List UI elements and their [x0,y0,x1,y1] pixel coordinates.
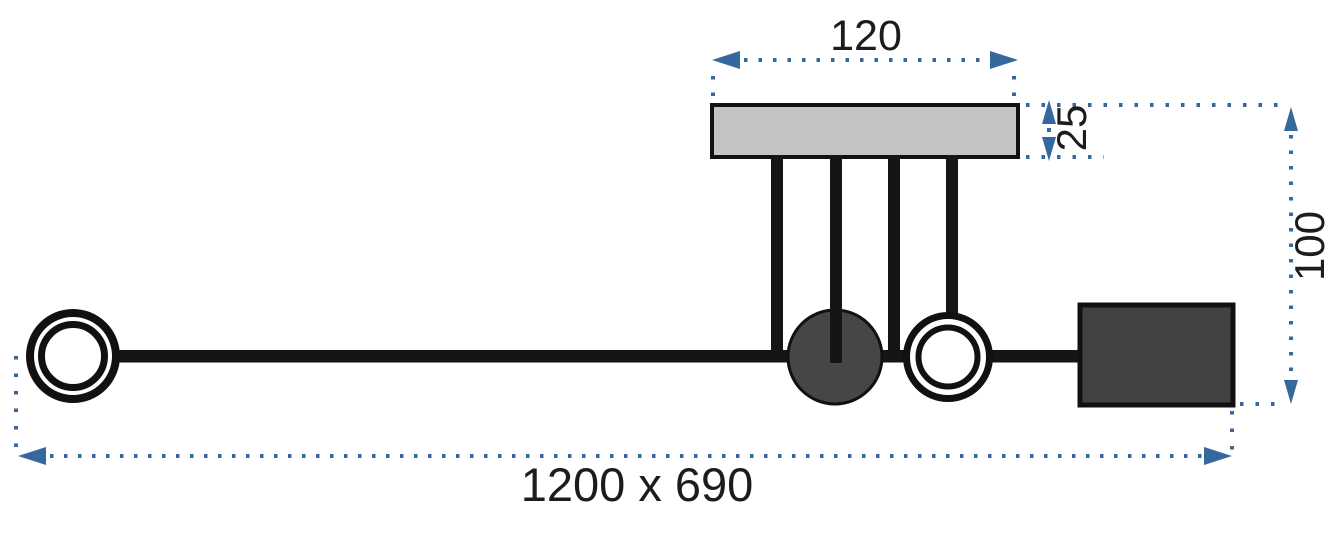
dimension-drop-height: 100 [1240,107,1333,406]
arrow-left-icon [712,51,740,69]
suspension-rod-4 [946,155,958,315]
arrow-up-icon [1284,107,1298,131]
horizontal-arm-left [115,350,905,363]
dim-dot [1047,128,1051,132]
arrow-down-icon [1042,137,1056,161]
ring-shade-left-inner [38,321,108,391]
arrow-down-icon [1284,380,1298,404]
dimension-overall-size: 1200 x 690 [14,356,1234,511]
arrow-right-icon [1204,447,1232,465]
dim-label-canopy-width: 120 [830,12,902,60]
arrow-right-icon [990,51,1018,69]
arrow-up-icon [1042,100,1056,124]
suspension-rod-1 [771,155,783,357]
dim-label-overall-size: 1200 x 690 [521,458,754,511]
ceiling-canopy [710,103,1020,159]
ring-shade-right-inner [915,324,981,390]
dimension-canopy-width: 120 [711,12,1018,98]
dim-label-drop-height: 100 [1286,211,1333,281]
horizontal-arm-right [990,350,1085,363]
suspension-rod-3 [888,155,900,361]
suspension-rod-2 [830,155,842,363]
arrow-left-icon [18,447,46,465]
dim-label-canopy-height: 25 [1048,105,1095,152]
box-shade [1077,302,1236,408]
dimension-canopy-height: 25 [1026,100,1282,161]
